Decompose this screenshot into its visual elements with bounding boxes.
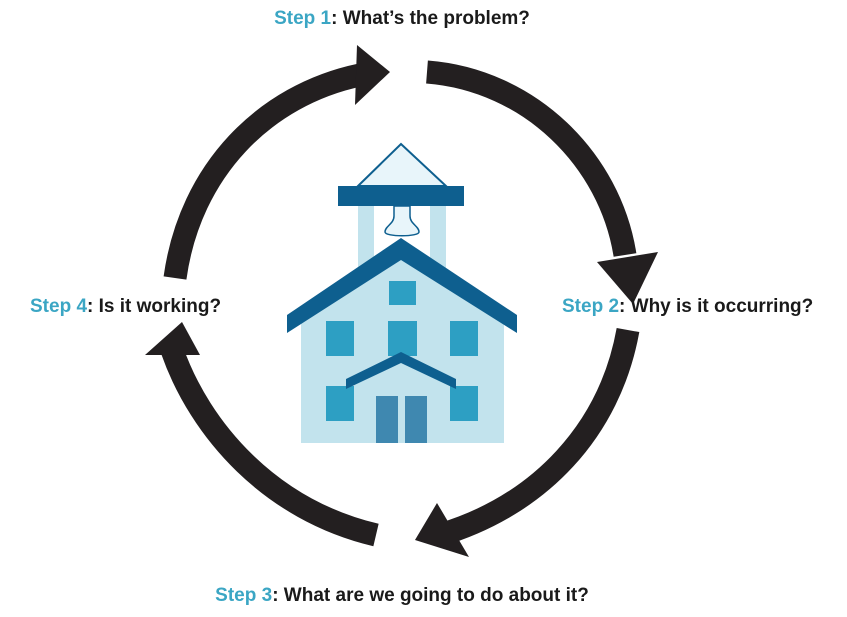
- window-attic: [389, 281, 416, 305]
- arrowhead-right: [597, 252, 658, 304]
- step-4-label: Step 4: Is it working?: [30, 297, 221, 316]
- windows: [326, 281, 478, 421]
- step-1-question: What’s the problem?: [342, 8, 530, 29]
- step-1-label: Step 1: What’s the problem?: [0, 9, 804, 28]
- arrowhead-left: [145, 322, 200, 355]
- door-left: [376, 396, 398, 443]
- tower-post-left: [358, 206, 374, 272]
- entrance-roof: [346, 352, 456, 389]
- step-2-separator: :: [619, 296, 626, 317]
- step-2-number: Step 2: [562, 296, 620, 317]
- step-2-label: Step 2: Why is it occurring?: [562, 297, 813, 316]
- step-4-question: Is it working?: [98, 296, 222, 317]
- arrowhead-bottom: [415, 503, 469, 557]
- step-1-number: Step 1: [274, 8, 332, 29]
- tower-cap: [338, 186, 464, 206]
- window-lower-right: [450, 386, 478, 421]
- arrow-step3-to-step4: [161, 346, 379, 547]
- main-roof: [287, 238, 517, 333]
- step-3-label: Step 3: What are we going to do about it…: [0, 586, 804, 605]
- cycle-arrows-icon: [161, 60, 640, 547]
- window-upper-center: [388, 321, 417, 356]
- arrow-step2-to-step3: [436, 327, 640, 547]
- arrow-step1-to-step2: [425, 60, 637, 257]
- step-3-separator: :: [272, 585, 279, 606]
- arrow-step4-to-step1: [163, 63, 363, 280]
- bell-icon: [384, 205, 420, 237]
- door-right: [405, 396, 427, 443]
- tower-post-right: [430, 206, 446, 272]
- step-3-number: Step 3: [215, 585, 273, 606]
- window-upper-right: [450, 321, 478, 356]
- step-3-question: What are we going to do about it?: [283, 585, 589, 606]
- tower-spire: [355, 142, 449, 187]
- step-4-number: Step 4: [30, 296, 88, 317]
- arrowheads: [145, 45, 658, 557]
- window-upper-left: [326, 321, 354, 356]
- school-building-icon: [287, 142, 517, 443]
- step-4-separator: :: [87, 296, 94, 317]
- step-2-question: Why is it occurring?: [630, 296, 814, 317]
- window-lower-left: [326, 386, 354, 421]
- step-1-separator: :: [331, 8, 338, 29]
- arrowhead-top: [355, 45, 390, 105]
